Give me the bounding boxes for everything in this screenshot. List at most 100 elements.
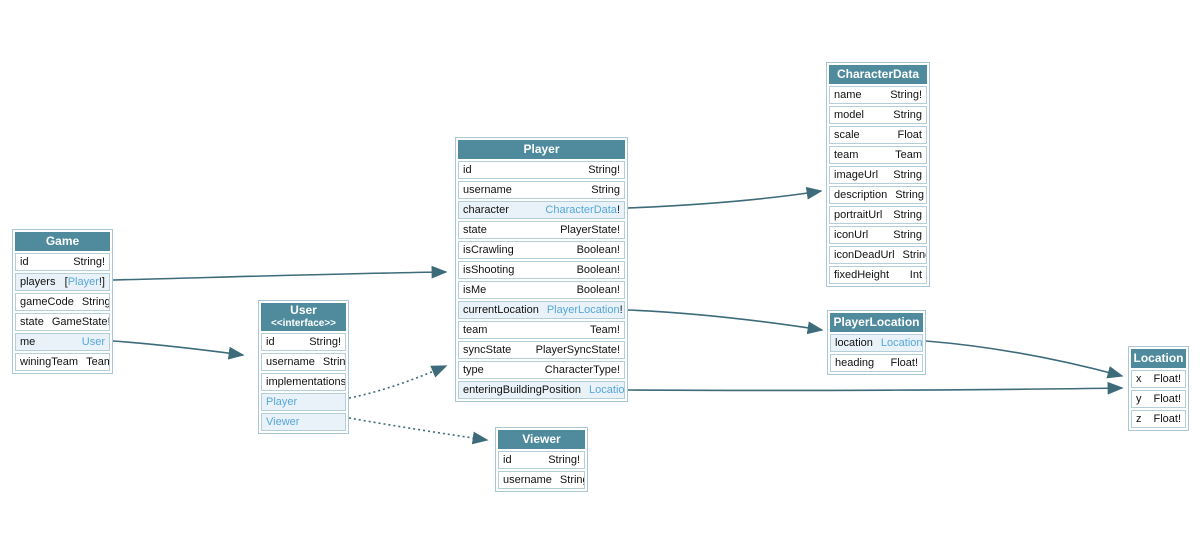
node-title-user[interactable]: User<<interface>>: [261, 303, 346, 331]
field-row-syncState[interactable]: syncState PlayerSyncState!: [458, 341, 625, 359]
node-title-text: Viewer: [522, 432, 561, 446]
field-type: Int: [909, 269, 922, 281]
node-title-playerlocation[interactable]: PlayerLocation: [830, 313, 923, 332]
edge-user.viewer-to-viewer: [348, 417, 489, 445]
field-type: String: [591, 184, 620, 196]
field-type: Float: [897, 129, 922, 141]
field-type: PlayerSyncState!: [535, 344, 620, 356]
field-type: Team: [86, 356, 109, 368]
field-name: isShooting: [463, 264, 515, 276]
type-link[interactable]: CharacterData: [545, 204, 617, 216]
type-node-playerlocation[interactable]: PlayerLocationlocationLocation!headingFl…: [827, 310, 926, 375]
field-type: String!: [81, 296, 110, 308]
field-row-Player[interactable]: Player: [261, 393, 346, 411]
type-node-user[interactable]: User<<interface>> id String! usernameString…: [258, 300, 349, 434]
section-label: implementations: [266, 376, 346, 388]
field-name: z: [1136, 413, 1142, 425]
field-name: id: [266, 336, 275, 348]
field-row-implementations[interactable]: implementations: [261, 373, 346, 391]
field-type: Float!: [1153, 413, 1181, 425]
field-type: String!: [890, 89, 922, 101]
field-name: syncState: [463, 344, 512, 356]
implementation-link[interactable]: Viewer: [266, 416, 300, 428]
field-type: Boolean!: [576, 284, 620, 296]
field-type: CharacterType!: [544, 364, 620, 376]
node-title-game[interactable]: Game: [15, 232, 110, 251]
field-name: isCrawling: [463, 244, 514, 256]
node-title-characterdata[interactable]: CharacterData: [829, 65, 927, 84]
type-link[interactable]: Location: [589, 384, 625, 396]
field-row-scale[interactable]: scale Float: [829, 126, 927, 144]
type-link[interactable]: Player: [67, 276, 99, 288]
field-row-id[interactable]: id String!: [261, 333, 346, 351]
field-row-enteringBuildingPosition[interactable]: enteringBuildingPositionLocation: [458, 381, 625, 399]
type-link[interactable]: User: [81, 336, 105, 348]
type-prefix: [: [64, 276, 68, 288]
field-name: portraitUrl: [834, 209, 883, 221]
field-row-Viewer[interactable]: Viewer: [261, 413, 346, 431]
type-link[interactable]: PlayerLocation: [546, 304, 620, 316]
node-title-text: Location: [1133, 351, 1184, 365]
field-type: String: [322, 356, 346, 368]
field-name: description: [834, 189, 888, 201]
node-title-player[interactable]: Player: [458, 140, 625, 159]
field-type: String: [893, 169, 922, 181]
type-link[interactable]: Location: [880, 337, 923, 349]
field-type: String!: [588, 164, 620, 176]
field-row-players[interactable]: players[Player!]: [15, 273, 110, 291]
node-title-viewer[interactable]: Viewer: [498, 430, 585, 449]
field-type: PlayerState!: [560, 224, 620, 236]
field-type: String: [559, 474, 584, 486]
node-title-location[interactable]: Location: [1131, 349, 1186, 368]
field-name: scale: [834, 129, 860, 141]
node-title-text: PlayerLocation: [833, 315, 920, 329]
node-subtitle-text: <<interface>>: [270, 318, 337, 329]
field-type: String!: [309, 336, 341, 348]
field-row-iconDeadUrl[interactable]: iconDeadUrlString: [829, 246, 927, 264]
field-row-winingTeam[interactable]: winingTeamTeam: [15, 353, 110, 371]
type-suffix: !: [619, 304, 623, 316]
field-type: Location: [589, 384, 625, 396]
field-type: Float!: [1153, 373, 1181, 385]
field-row-z[interactable]: z Float!: [1131, 410, 1186, 428]
field-name: location: [835, 337, 873, 349]
implementation-link[interactable]: Player: [266, 396, 298, 408]
field-name: id: [503, 454, 512, 466]
edge-player.enteringbuildingposition-to-location: [627, 381, 1124, 395]
